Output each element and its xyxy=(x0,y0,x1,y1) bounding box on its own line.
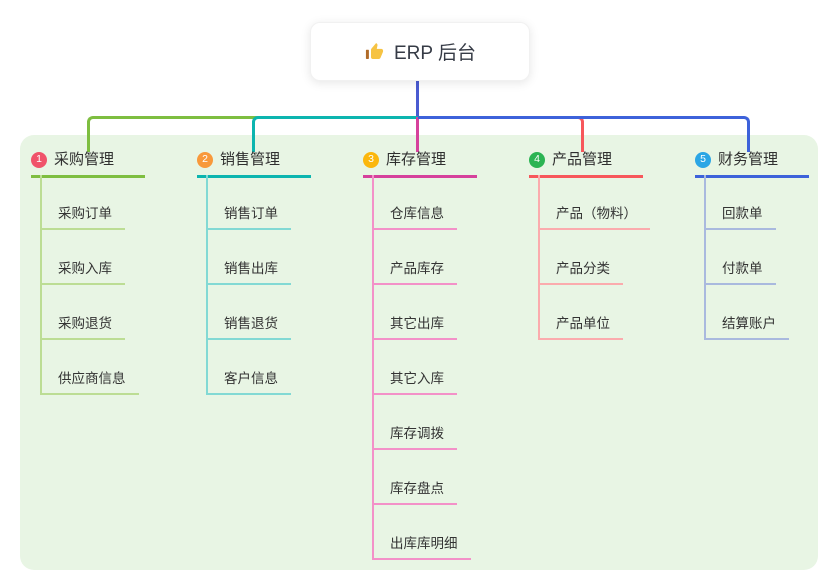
branch-children: 仓库信息产品库存其它出库其它入库库存调拨库存盘点出库库明细 xyxy=(372,175,513,560)
branch-title[interactable]: 2 销售管理 xyxy=(197,149,311,178)
branch-title-label: 采购管理 xyxy=(54,151,115,168)
branches-panel xyxy=(20,135,818,570)
child-node[interactable]: 采购订单 xyxy=(42,175,181,230)
root-node-label: ERP 后台 xyxy=(393,43,476,64)
branch-title[interactable]: 1 采购管理 xyxy=(31,149,145,178)
child-node-label: 采购入库 xyxy=(42,261,125,285)
branch-title[interactable]: 4 产品管理 xyxy=(529,149,643,178)
child-node[interactable]: 采购退货 xyxy=(42,285,181,340)
child-node-label: 其它入库 xyxy=(374,371,457,395)
branch-1: 1 采购管理 采购订单采购入库采购退货供应商信息 xyxy=(31,149,181,395)
child-node[interactable]: 库存盘点 xyxy=(374,450,513,505)
child-node[interactable]: 销售订单 xyxy=(208,175,347,230)
child-node[interactable]: 付款单 xyxy=(706,230,839,285)
branch-children: 产品（物料） 产品分类产品单位 xyxy=(538,175,679,340)
child-node[interactable]: 库存调拨 xyxy=(374,395,513,450)
child-node-label: 供应商信息 xyxy=(42,371,139,395)
child-node-label: 出库库明细 xyxy=(374,536,471,560)
thumbs-up-icon xyxy=(364,41,385,62)
branch-children: 采购订单采购入库采购退货供应商信息 xyxy=(40,175,181,395)
child-node[interactable]: 结算账户 xyxy=(706,285,839,340)
child-node-label: 产品（物料） xyxy=(540,206,650,230)
branch-title-label: 库存管理 xyxy=(386,151,447,168)
child-node[interactable]: 客户信息 xyxy=(208,340,347,395)
child-node-label: 产品库存 xyxy=(374,261,457,285)
child-node[interactable]: 销售退货 xyxy=(208,285,347,340)
child-node-label: 回款单 xyxy=(706,206,776,230)
child-node[interactable]: 其它出库 xyxy=(374,285,513,340)
root-connector-line xyxy=(416,81,419,118)
child-node-label: 产品分类 xyxy=(540,261,623,285)
child-node-label: 销售订单 xyxy=(208,206,291,230)
child-node[interactable]: 产品（物料） xyxy=(540,175,679,230)
branch-number-badge: 3 xyxy=(363,151,379,168)
child-node[interactable]: 仓库信息 xyxy=(374,175,513,230)
child-node[interactable]: 产品单位 xyxy=(540,285,679,340)
root-node[interactable]: ERP 后台 xyxy=(310,22,530,81)
child-node-label: 库存调拨 xyxy=(374,426,457,450)
branch-2: 2 销售管理 销售订单销售出库销售退货客户信息 xyxy=(197,149,347,395)
child-node[interactable]: 采购入库 xyxy=(42,230,181,285)
child-node-label: 其它出库 xyxy=(374,316,457,340)
child-node-label: 销售退货 xyxy=(208,316,291,340)
child-node-label: 付款单 xyxy=(706,261,776,285)
branch-title-label: 销售管理 xyxy=(220,151,281,168)
branch-title-label: 财务管理 xyxy=(718,151,779,168)
child-node-label: 结算账户 xyxy=(706,316,789,340)
child-node-label: 仓库信息 xyxy=(374,206,457,230)
branch-children: 销售订单销售出库销售退货客户信息 xyxy=(206,175,347,395)
child-node[interactable]: 供应商信息 xyxy=(42,340,181,395)
branch-number-badge: 1 xyxy=(31,151,47,168)
branch-number-badge: 2 xyxy=(197,151,213,168)
branch-title[interactable]: 3 库存管理 xyxy=(363,149,477,178)
branch-connector-line xyxy=(86,116,418,152)
child-node[interactable]: 销售出库 xyxy=(208,230,347,285)
branch-number-badge: 5 xyxy=(695,151,711,168)
child-node[interactable]: 产品库存 xyxy=(374,230,513,285)
branch-connector-line xyxy=(251,116,418,152)
branch-4: 4 产品管理 产品（物料） 产品分类产品单位 xyxy=(529,149,679,340)
child-node[interactable]: 其它入库 xyxy=(374,340,513,395)
branch-title[interactable]: 5 财务管理 xyxy=(695,149,809,178)
branch-title-label: 产品管理 xyxy=(552,151,613,168)
child-node[interactable]: 回款单 xyxy=(706,175,839,230)
child-node-label: 库存盘点 xyxy=(374,481,457,505)
child-node-label: 采购订单 xyxy=(42,206,125,230)
child-node[interactable]: 产品分类 xyxy=(540,230,679,285)
branch-connector-line xyxy=(416,117,419,152)
child-node-label: 客户信息 xyxy=(208,371,291,395)
branch-5: 5 财务管理 回款单付款单结算账户 xyxy=(695,149,839,340)
child-node-label: 采购退货 xyxy=(42,316,125,340)
branch-number-badge: 4 xyxy=(529,151,545,168)
child-node-label: 产品单位 xyxy=(540,316,623,340)
branch-children: 回款单付款单结算账户 xyxy=(704,175,839,340)
branch-connector-line xyxy=(417,116,750,152)
branch-3: 3 库存管理 仓库信息产品库存其它出库其它入库库存调拨库存盘点出库库明细 xyxy=(363,149,513,560)
child-node[interactable]: 出库库明细 xyxy=(374,505,513,560)
child-node-label: 销售出库 xyxy=(208,261,291,285)
